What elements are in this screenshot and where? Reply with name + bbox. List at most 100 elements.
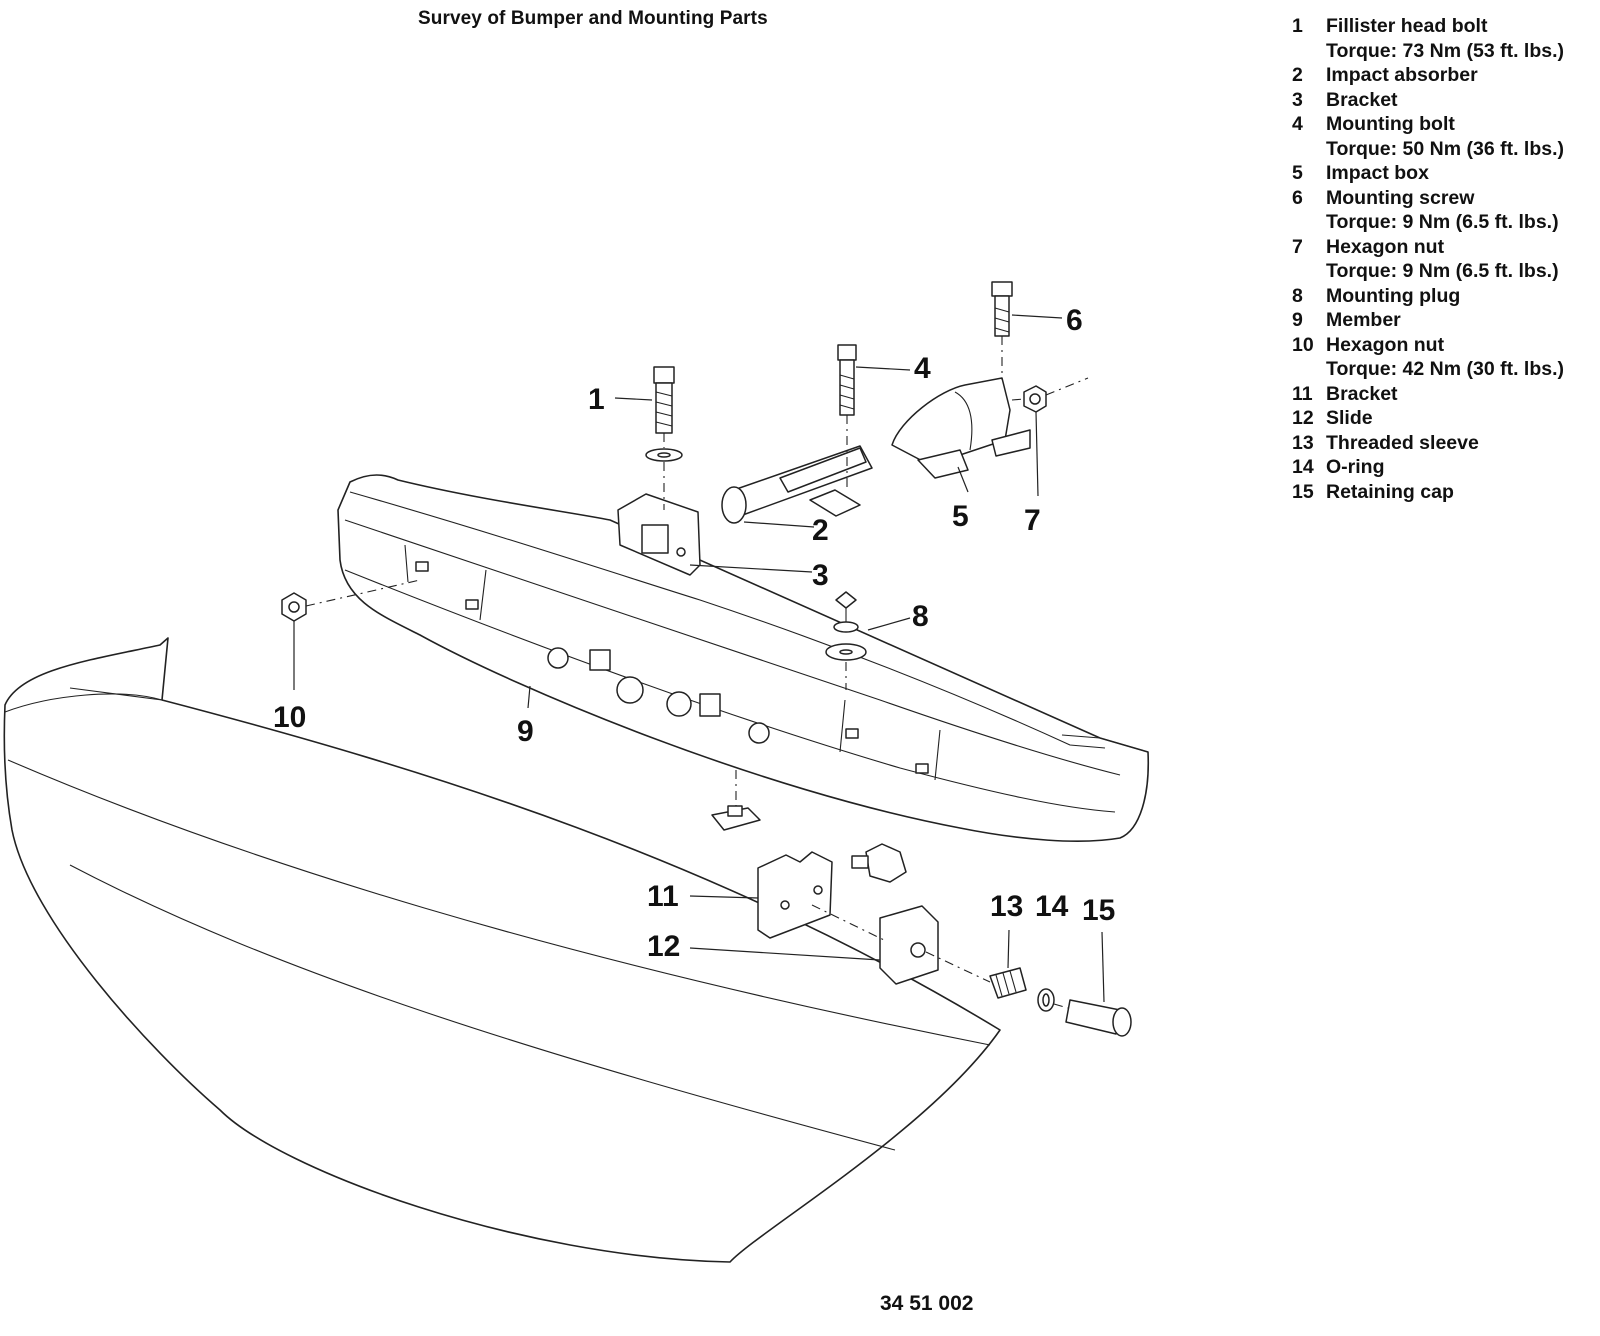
legend-item: 11 Bracket xyxy=(1292,382,1598,407)
legend-text: Bracket xyxy=(1326,382,1398,407)
legend-text: Bracket xyxy=(1326,88,1398,113)
callout-10: 10 xyxy=(273,701,306,734)
impact-box-graphic xyxy=(891,377,1031,479)
legend-number: 8 xyxy=(1292,284,1303,307)
legend-number: 5 xyxy=(1292,162,1303,184)
legend-part-name: Mounting screw xyxy=(1326,186,1475,209)
impact-absorber-graphic xyxy=(721,445,873,524)
legend-item: 5 Impact box xyxy=(1292,161,1598,186)
legend-item: 14 O-ring xyxy=(1292,455,1598,480)
hexagon-nut-lower-graphic xyxy=(281,579,421,622)
mounting-plug-graphic xyxy=(825,591,867,690)
legend-part-name: Retaining cap xyxy=(1326,480,1454,503)
leader-lines xyxy=(293,314,1105,1003)
clip-graphic xyxy=(711,770,761,831)
hexagon-nut-upper-graphic xyxy=(1011,377,1089,413)
legend-part-name: Mounting plug xyxy=(1326,284,1461,307)
bracket-lower-graphic xyxy=(757,843,907,939)
legend-text: Threaded sleeve xyxy=(1326,431,1479,456)
legend-part-name: Member xyxy=(1326,309,1401,331)
legend-number: 12 xyxy=(1292,407,1314,429)
legend-torque-spec: Torque: 9 Nm (6.5 ft. lbs.) xyxy=(1326,260,1559,282)
callout-12: 12 xyxy=(647,930,680,963)
mounting-bolt-graphic xyxy=(837,344,857,490)
legend-number: 10 xyxy=(1292,333,1314,356)
legend-torque-spec: Torque: 50 Nm (36 ft. lbs.) xyxy=(1326,137,1564,160)
callout-5: 5 xyxy=(952,500,969,533)
legend-part-name: Bracket xyxy=(1326,382,1398,405)
legend-item: 3 Bracket xyxy=(1292,88,1598,113)
legend-torque-spec: Torque: 42 Nm (30 ft. lbs.) xyxy=(1326,358,1564,380)
legend-part-name: Fillister head bolt xyxy=(1326,15,1488,37)
diagram-title: Survey of Bumper and Mounting Parts xyxy=(418,8,768,29)
callout-11: 11 xyxy=(647,880,679,913)
o-ring-graphic xyxy=(1037,988,1055,1012)
callout-13: 13 xyxy=(990,890,1023,923)
callout-14: 14 xyxy=(1035,890,1069,923)
legend-torque-spec: Torque: 9 Nm (6.5 ft. lbs.) xyxy=(1326,211,1559,233)
callout-1: 1 xyxy=(588,383,605,416)
mounting-screw-graphic xyxy=(991,281,1013,380)
legend-number: 4 xyxy=(1292,113,1303,135)
legend-part-name: O-ring xyxy=(1326,456,1385,478)
bumper-member xyxy=(337,474,1150,842)
slide-graphic xyxy=(811,904,991,985)
legend-torque-spec: Torque: 73 Nm (53 ft. lbs.) xyxy=(1326,39,1564,62)
legend-number: 14 xyxy=(1292,456,1314,478)
legend-text: Member xyxy=(1326,308,1401,333)
legend-part-name: Slide xyxy=(1326,407,1373,429)
legend-item: 13 Threaded sleeve xyxy=(1292,431,1598,456)
legend-text: Mounting plug xyxy=(1326,284,1460,309)
callout-4: 4 xyxy=(914,352,931,385)
retaining-cap-graphic xyxy=(1053,999,1132,1037)
legend-item: 8 Mounting plug xyxy=(1292,284,1598,309)
callout-8: 8 xyxy=(912,600,929,633)
legend-number: 15 xyxy=(1292,480,1314,503)
legend-part-name: Threaded sleeve xyxy=(1326,431,1479,454)
figure-number: 34 51 002 xyxy=(880,1292,974,1315)
legend-number: 9 xyxy=(1292,309,1303,331)
callout-15: 15 xyxy=(1082,894,1115,927)
legend-text: Slide xyxy=(1326,406,1373,431)
legend-text: Impact absorber xyxy=(1326,63,1478,88)
legend-number: 11 xyxy=(1292,382,1313,405)
fillister-head-bolt-graphic xyxy=(645,366,683,462)
legend-number: 2 xyxy=(1292,64,1303,86)
legend-part-name: Bracket xyxy=(1326,88,1398,111)
legend-item: 12 Slide xyxy=(1292,406,1598,431)
callout-7: 7 xyxy=(1024,504,1041,537)
legend-item: 15 Retaining cap xyxy=(1292,480,1598,505)
bumper-cover xyxy=(3,637,1001,1263)
callout-3: 3 xyxy=(812,559,829,592)
legend-text: Impact box xyxy=(1326,161,1429,186)
callout-6: 6 xyxy=(1066,304,1083,337)
legend-text: Retaining cap xyxy=(1326,480,1454,505)
legend-number: 7 xyxy=(1292,235,1303,258)
legend-part-name: Hexagon nut xyxy=(1326,333,1445,356)
bracket-upper-graphic xyxy=(617,462,701,576)
legend-text: O-ring xyxy=(1326,455,1385,480)
legend-part-name: Impact box xyxy=(1326,162,1429,184)
callout-9: 9 xyxy=(517,715,534,748)
legend-number: 13 xyxy=(1292,431,1314,454)
legend-item: 9 Member xyxy=(1292,308,1598,333)
callout-numbers: 1 2 3 4 5 6 7 8 9 10 11 12 13 14 15 xyxy=(273,304,1115,963)
legend-item: 2 Impact absorber xyxy=(1292,63,1598,88)
legend-part-name: Mounting bolt xyxy=(1326,113,1455,135)
legend-number: 3 xyxy=(1292,88,1303,111)
legend-number: 1 xyxy=(1292,15,1303,37)
legend-number: 6 xyxy=(1292,186,1303,209)
legend-part-name: Hexagon nut xyxy=(1326,235,1445,258)
threaded-sleeve-graphic xyxy=(989,967,1027,999)
